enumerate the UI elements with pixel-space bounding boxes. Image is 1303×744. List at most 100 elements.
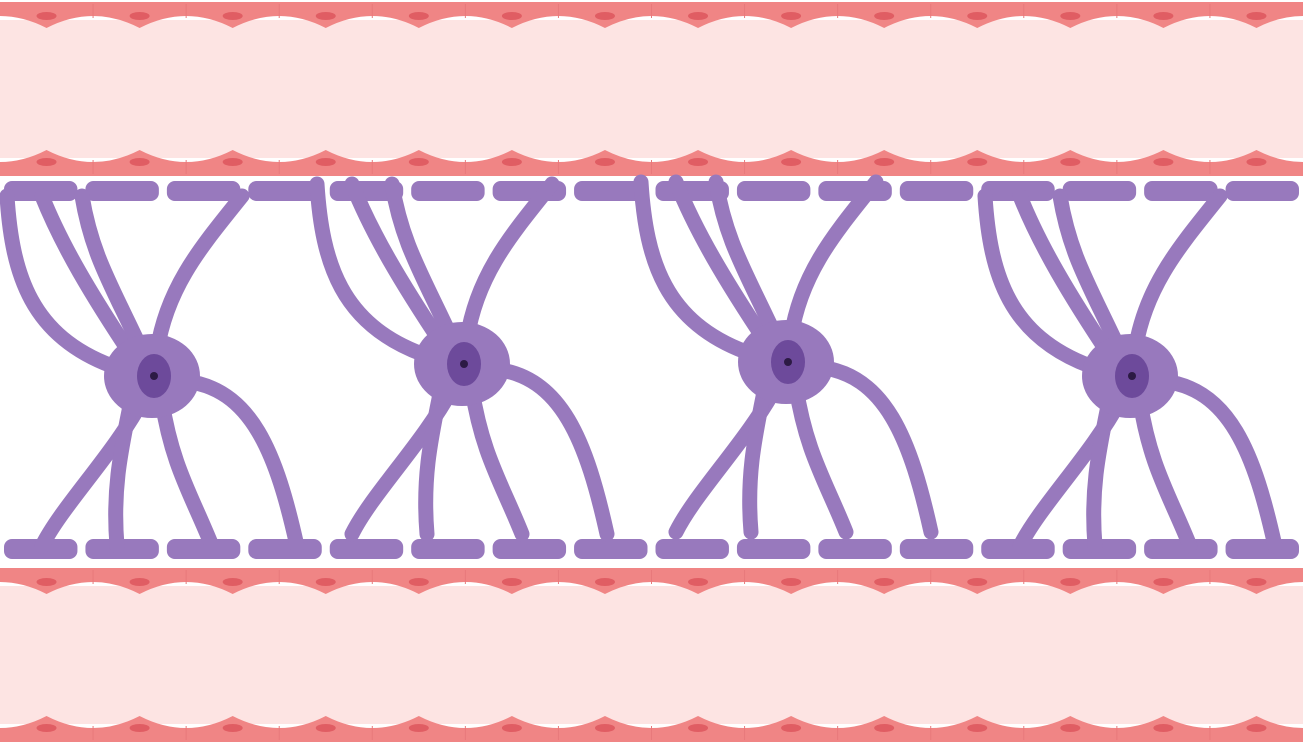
- endothelial-nucleus: [129, 578, 150, 586]
- endothelial-nucleus: [501, 158, 522, 166]
- astrocyte-process: [74, 188, 150, 359]
- endothelial-nucleus: [1153, 12, 1174, 20]
- astrocyte-process: [418, 376, 450, 542]
- astrocyte-process: [154, 393, 220, 554]
- astrocyte-endfoot-bottom: [736, 539, 811, 559]
- astrocyte-endfoot-top: [574, 181, 648, 201]
- astrocyte-endfoot-top: [248, 181, 322, 201]
- astrocyte-endfoot-top: [1144, 181, 1218, 201]
- astrocyte: [977, 188, 1283, 554]
- astrocyte-process: [1132, 393, 1198, 554]
- astrocyte: [309, 176, 615, 542]
- endothelial-nucleus: [1246, 578, 1267, 586]
- endothelial-nucleus: [967, 578, 988, 586]
- astrocyte-process: [344, 176, 450, 352]
- endothelial-nucleus: [1153, 578, 1174, 586]
- astrocyte-endfoot-bottom: [1225, 539, 1299, 559]
- endothelial-nucleus: [1246, 158, 1267, 166]
- endothelial-nucleus: [36, 724, 57, 732]
- astrocyte-process: [808, 359, 939, 540]
- endothelial-nucleus: [408, 158, 429, 166]
- astrocyte-process: [783, 174, 884, 345]
- endothelial-nucleus: [36, 578, 57, 586]
- astrocyte-endfoot-bottom: [166, 539, 241, 559]
- endothelial-nucleus: [967, 724, 988, 732]
- astrocyte-endfoot-top: [85, 181, 159, 201]
- endothelial-nucleus: [1246, 724, 1267, 732]
- astrocyte-endfoot-bottom: [1144, 539, 1218, 559]
- astrocyte-endfoot-top: [166, 181, 241, 201]
- endothelial-nucleus: [1246, 12, 1267, 20]
- endothelial-nucleus: [315, 12, 336, 20]
- astrocyte-endfoot-top: [736, 181, 811, 201]
- astrocyte-process: [1012, 188, 1118, 364]
- astrocyte-process: [464, 381, 530, 542]
- astrocyte-process: [708, 174, 784, 345]
- endothelial-nucleus: [594, 578, 615, 586]
- endothelial-nucleus: [594, 724, 615, 732]
- endothelial-nucleus: [688, 578, 709, 586]
- astrocyte-nucleolus: [784, 358, 792, 366]
- astrocyte-endfoot-bottom: [818, 539, 892, 559]
- endothelial-nucleus: [36, 158, 57, 166]
- astrocyte-endfoot-bottom: [655, 539, 729, 559]
- astrocyte-layer: [0, 174, 1283, 554]
- endothelial-nucleus: [688, 158, 709, 166]
- astrocyte-process: [1127, 188, 1228, 359]
- astrocyte-nucleolus: [1128, 372, 1136, 380]
- astrocyte-process: [1052, 188, 1128, 359]
- astrocyte-endfoot-bottom: [248, 539, 322, 559]
- endothelial-nucleus: [874, 578, 895, 586]
- endothelial-nucleus: [408, 724, 429, 732]
- endothelial-nucleus: [874, 12, 895, 20]
- astrocyte-process: [384, 176, 460, 347]
- endothelial-nucleus: [36, 12, 57, 20]
- astrocyte-nucleolus: [150, 372, 158, 380]
- upper-blood-vessel: [0, 2, 1303, 176]
- astrocyte: [0, 188, 305, 554]
- astrocyte: [633, 174, 939, 540]
- endothelial-nucleus: [1060, 578, 1081, 586]
- endothelial-nucleus: [1153, 158, 1174, 166]
- endothelial-nucleus: [781, 12, 802, 20]
- endothelial-nucleus: [874, 724, 895, 732]
- endothelial-nucleus: [781, 724, 802, 732]
- endothelial-nucleus: [222, 578, 243, 586]
- endothelial-nucleus: [501, 578, 522, 586]
- endothelial-nucleus: [408, 578, 429, 586]
- endothelial-nucleus: [781, 158, 802, 166]
- astrocyte-process: [977, 188, 1098, 374]
- astrocyte-endfoot-top: [899, 181, 974, 201]
- endothelial-nucleus: [129, 158, 150, 166]
- endothelial-nucleus: [967, 158, 988, 166]
- endothelial-nucleus: [874, 158, 895, 166]
- endothelial-nucleus: [315, 724, 336, 732]
- astrocyte-endfoot-bottom: [329, 539, 404, 559]
- endothelial-nucleus: [594, 158, 615, 166]
- astrocyte-endfoot-top: [411, 181, 485, 201]
- astrocyte-endfeet: [4, 181, 1299, 559]
- endothelial-nucleus: [501, 724, 522, 732]
- astrocyte-process: [174, 373, 305, 554]
- astrocyte-endfoot-top: [1225, 181, 1299, 201]
- astrocyte-nucleolus: [460, 360, 468, 368]
- astrocyte-process: [788, 379, 854, 540]
- endothelial-nucleus: [594, 12, 615, 20]
- lower-vessel-lumen: [0, 586, 1303, 724]
- endothelial-nucleus: [967, 12, 988, 20]
- endothelial-nucleus: [408, 12, 429, 20]
- astrocyte-endfoot-top: [1062, 181, 1137, 201]
- endothelial-nucleus: [781, 578, 802, 586]
- astrocyte-endfoot-bottom: [574, 539, 648, 559]
- upper-vessel-lumen: [0, 20, 1303, 158]
- astrocyte-endfoot-bottom: [411, 539, 485, 559]
- endothelial-nucleus: [1060, 724, 1081, 732]
- endothelial-nucleus: [688, 724, 709, 732]
- astrocyte-process: [149, 188, 250, 359]
- astrocyte-process: [309, 176, 430, 362]
- astrocyte-endfoot-bottom: [492, 539, 567, 559]
- astrocyte-process: [1086, 388, 1118, 554]
- endothelial-nucleus: [222, 724, 243, 732]
- astrocyte-process: [34, 188, 140, 364]
- astrocyte-process: [633, 174, 754, 360]
